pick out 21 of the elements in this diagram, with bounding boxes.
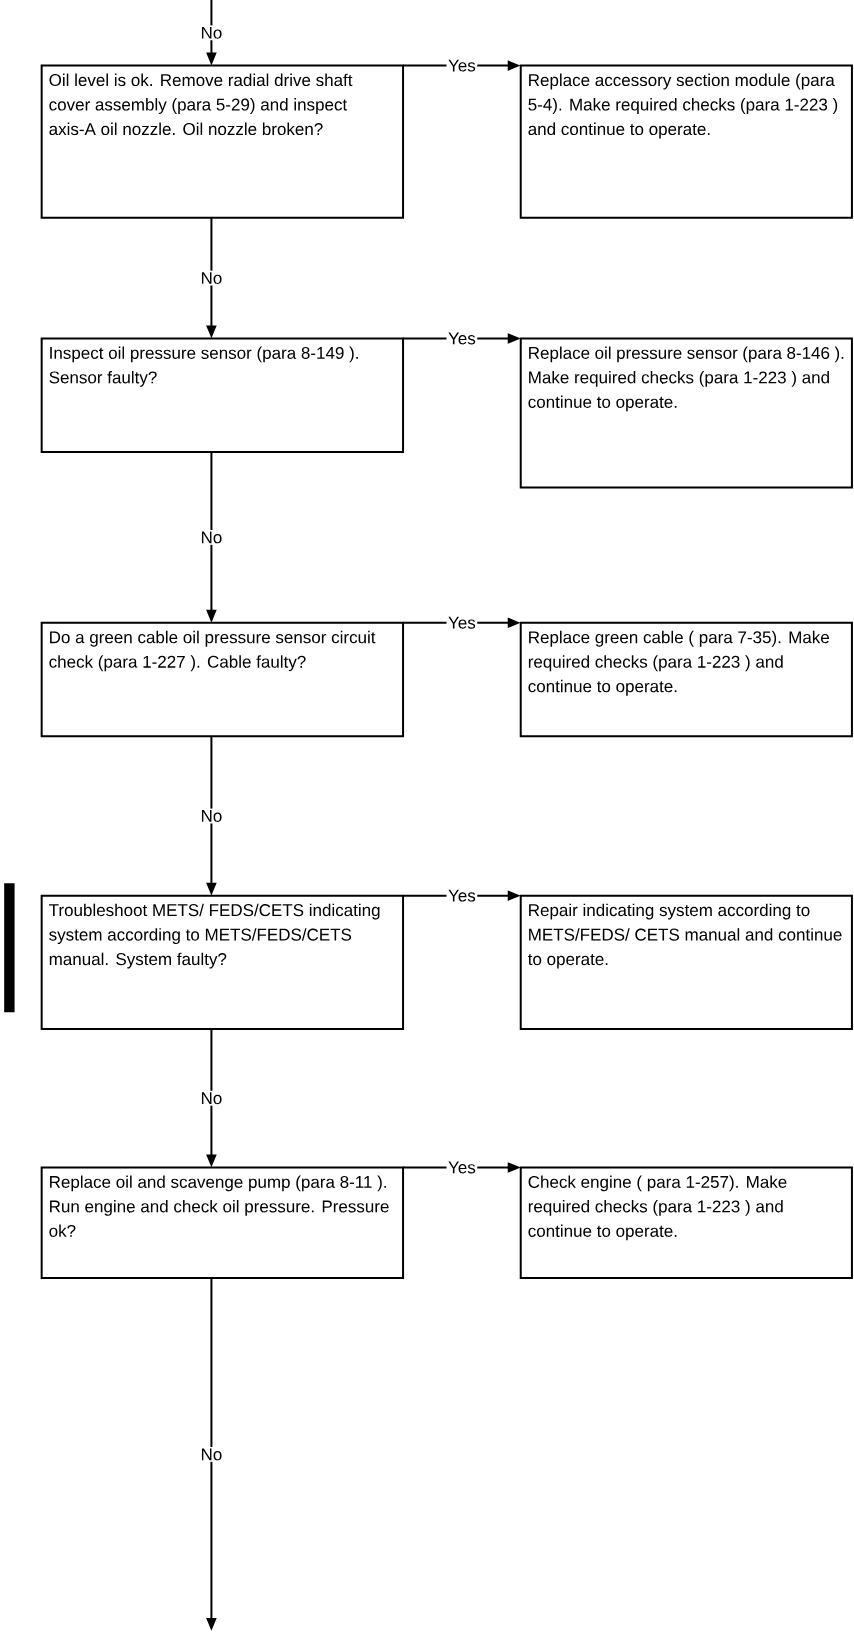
edge-label: No	[199, 1090, 224, 1106]
edge-label: No	[199, 25, 224, 41]
action-box: Replace oil pressure sensor (para 8-146 ). Make required checks (para 1-223 ) and continue to operate.	[519, 337, 853, 489]
action-box: Replace green cable ( para 7-35). Make required checks (para 1-223 ) and continue to operate.	[519, 621, 853, 738]
edge-label: Yes	[446, 615, 478, 631]
edge-label: No	[199, 270, 224, 286]
edge-label: Yes	[446, 58, 478, 74]
edge-label: No	[199, 1447, 224, 1462]
decision-box: Troubleshoot METS/ FEDS/CETS indicating system according to METS/FEDS/CETS manual. System faulty?	[40, 894, 405, 1030]
edge-label: Yes	[446, 1160, 478, 1175]
edge-label: No	[199, 808, 224, 824]
action-box: Repair indicating system according to METS/FEDS/ CETS manual and continue to operate.	[519, 894, 853, 1030]
action-box: Check engine ( para 1-257). Make required checks (para 1-223 ) and continue to operate.	[519, 1166, 853, 1279]
edge-label: Yes	[446, 888, 478, 904]
edge-label: No	[199, 530, 224, 545]
decision-box: Do a green cable oil pressure sensor circuit check (para 1-227 ). Cable faulty?	[40, 621, 405, 738]
action-box: Replace accessory section module (para 5-4). Make required checks (para 1-223 ) and continue to operate.	[519, 64, 853, 219]
decision-box: Oil level is ok. Remove radial drive shaft cover assembly (para 5-29) and inspect axis-A oil nozzle. Oil nozzle broken?	[40, 64, 405, 219]
decision-box: Inspect oil pressure sensor (para 8-149 ). Sensor faulty?	[40, 337, 405, 453]
decision-box: Replace oil and scavenge pump (para 8-11 ). Run engine and check oil pressure. Pressure ok?	[40, 1166, 405, 1279]
edge-label: Yes	[446, 331, 478, 346]
